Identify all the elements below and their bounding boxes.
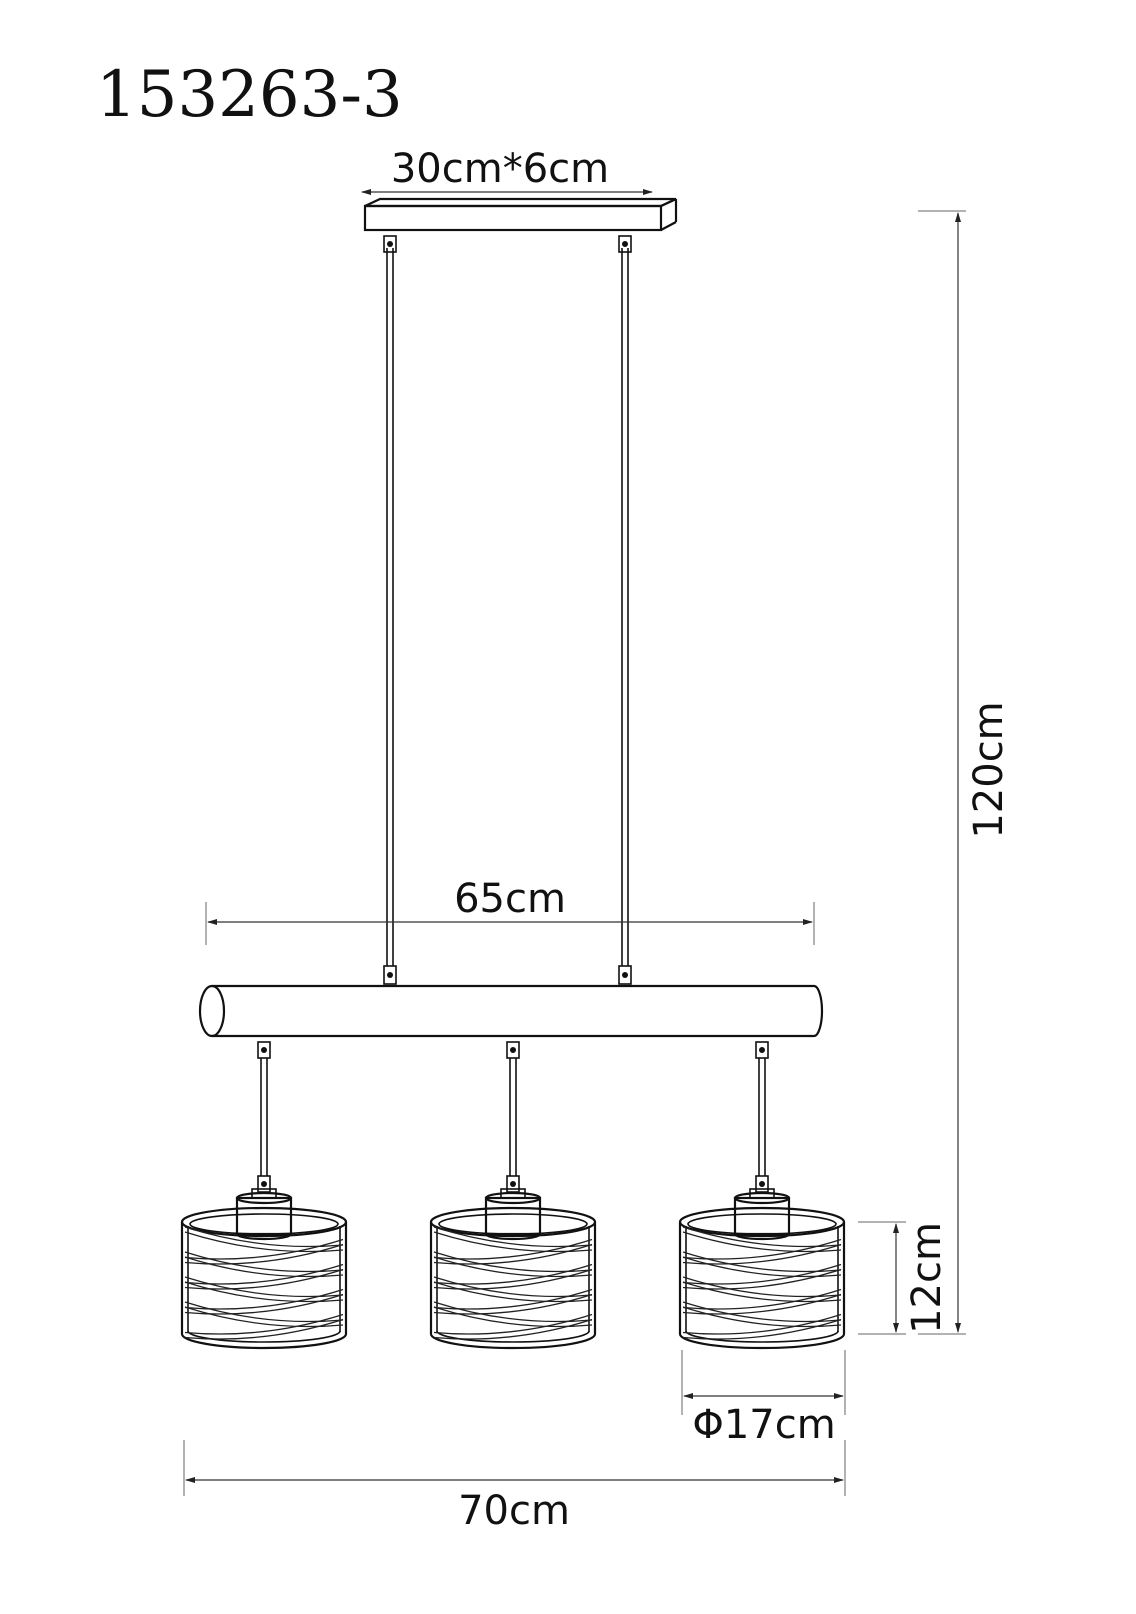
pendant-shade-right (678, 1041, 846, 1350)
ceiling-canopy (363, 197, 678, 232)
suspension-cables (383, 235, 632, 985)
model-number: 153263-3 (96, 58, 403, 132)
shade-diameter-dimension: Φ17cm (681, 1350, 846, 1448)
bar-length-dimension: 65cm (205, 876, 815, 945)
total-height-label: 120cm (966, 701, 1012, 838)
canopy-size-label: 30cm*6cm (391, 146, 609, 192)
pendant-shade-middle (429, 1041, 597, 1350)
total-width-label: 70cm (458, 1488, 570, 1534)
shade-diameter-label: Φ17cm (692, 1402, 835, 1448)
total-height-dimension: 120cm (918, 210, 1012, 1335)
lamp-bar (198, 984, 824, 1038)
shade-height-dimension: 12cm (858, 1221, 950, 1335)
canopy-dimension: 30cm*6cm (361, 146, 653, 195)
pendant-shade-left (180, 1041, 348, 1350)
shade-height-label: 12cm (904, 1222, 950, 1334)
bar-length-label: 65cm (454, 876, 566, 922)
pendants (180, 1041, 846, 1350)
total-width-dimension: 70cm (183, 1440, 846, 1534)
